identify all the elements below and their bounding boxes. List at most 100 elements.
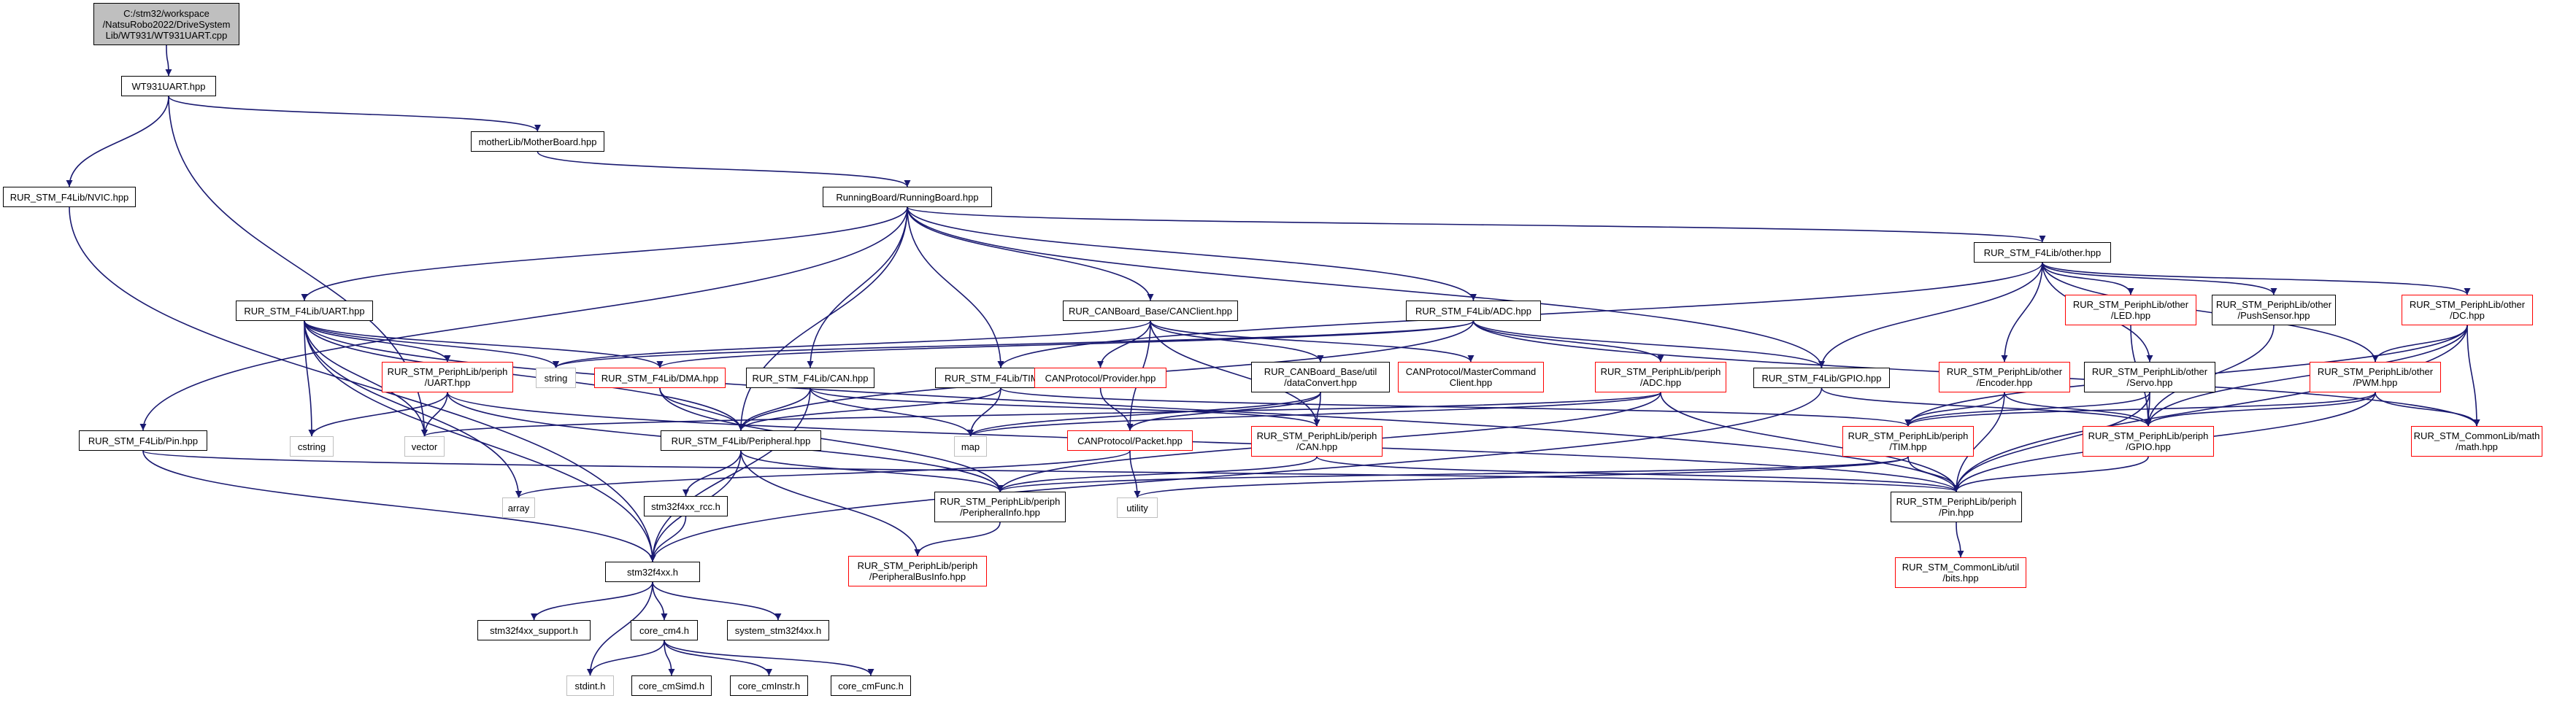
edge-uart-to-ppin [304,320,1960,492]
node-master[interactable]: CANProtocol/MasterCommand Client.hpp [1398,362,1544,392]
node-uart[interactable]: RUR_STM_F4Lib/UART.hpp [236,301,373,321]
edge-running-to-peripheral [737,206,908,431]
edge-uart-to-stm32 [304,320,656,562]
node-adc[interactable]: RUR_STM_F4Lib/ADC.hpp [1406,301,1541,321]
node-puart[interactable]: RUR_STM_PeriphLib/periph /UART.hpp [382,362,513,392]
node-cm4[interactable]: core_cm4.h [631,620,698,640]
node-string: string [536,368,576,388]
node-gpio[interactable]: RUR_STM_F4Lib/GPIO.hpp [1753,368,1890,388]
edge-running-to-uart [301,206,908,301]
edge-other-to-push [2042,262,2277,295]
edge-periphinfo-to-businfo [914,522,1001,557]
node-support[interactable]: stm32f4xx_support.h [477,620,591,640]
node-bits[interactable]: RUR_STM_CommonLib/util /bits.hpp [1895,557,2026,588]
edge-gpio-to-pgpio [1820,387,2152,427]
node-system[interactable]: system_stm32f4xx.h [727,620,829,640]
edge-can-to-map [810,387,974,437]
edge-dc-to-pwm [2372,325,2468,363]
edge-mother-to-running [537,151,911,187]
edge-pwm-to-ptim [1904,392,2376,427]
node-map: map [954,436,987,457]
node-periphinfo[interactable]: RUR_STM_PeriphLib/periph /PeripheralInfo… [934,492,1066,522]
node-pcan[interactable]: RUR_STM_PeriphLib/periph /CAN.hpp [1251,426,1383,457]
edge-stm32-to-system [652,581,782,621]
node-peripheral[interactable]: RUR_STM_F4Lib/Peripheral.hpp [661,430,821,451]
edge-dataconv-to-map [967,392,1321,437]
node-ptim[interactable]: RUR_STM_PeriphLib/periph /TIM.hpp [1842,426,1974,457]
edge-running-to-can [807,206,908,368]
node-running[interactable]: RunningBoard/RunningBoard.hpp [823,187,992,207]
edge-running-to-tim [907,206,1004,368]
node-provider[interactable]: CANProtocol/Provider.hpp [1034,368,1166,388]
node-utility: utility [1117,497,1158,518]
edge-pin-to-stm32 [142,450,656,562]
edge-rcc-to-stm32 [649,516,687,562]
node-packet[interactable]: CANProtocol/Packet.hpp [1067,430,1193,451]
node-pin[interactable]: RUR_STM_F4Lib/Pin.hpp [79,430,207,451]
edge-canclient-to-string [553,320,1151,368]
edge-uart-to-dma [304,320,664,368]
node-stm32[interactable]: stm32f4xx.h [605,562,700,582]
edge-dc-to-math [2467,325,2480,427]
edge-encoder-to-ppin [1953,392,2005,492]
edge-running-to-canclient [907,206,1154,301]
node-ppin[interactable]: RUR_STM_PeriphLib/periph /Pin.hpp [1891,492,2022,522]
node-dc[interactable]: RUR_STM_PeriphLib/other /DC.hpp [2402,295,2533,325]
edge-stm32-to-stdint [587,581,653,676]
edge-ptim-to-periphinfo [996,456,1909,492]
node-mother[interactable]: motherLib/MotherBoard.hpp [471,131,604,152]
edge-cm4-to-func [664,640,874,676]
node-servo[interactable]: RUR_STM_PeriphLib/other /Servo.hpp [2084,362,2215,392]
edge-can-to-peripheral [737,387,811,431]
node-simd[interactable]: core_cmSimd.h [631,675,712,696]
node-businfo[interactable]: RUR_STM_PeriphLib/periph /PeripheralBusI… [848,556,987,586]
edge-layer [66,44,2480,676]
edge-puart-to-ppin [447,392,1960,492]
edge-nvic-to-stm32 [69,206,656,562]
edge-tim-to-ptim [1000,387,1912,427]
edge-uart-to-string [304,320,559,368]
node-dma[interactable]: RUR_STM_F4Lib/DMA.hpp [594,368,726,388]
edge-cm4-to-instr [664,640,772,676]
node-encoder[interactable]: RUR_STM_PeriphLib/other /Encoder.hpp [1939,362,2070,392]
node-instr[interactable]: core_cmInstr.h [730,675,808,696]
edge-servo-to-ppin [1953,392,2150,492]
edge-wt931-to-nvic [66,96,169,187]
edge-tim-to-map [967,387,1001,437]
node-padc[interactable]: RUR_STM_PeriphLib/periph /ADC.hpp [1595,362,1726,392]
edge-canclient-to-dataconv [1150,320,1324,363]
node-func[interactable]: core_cmFunc.h [831,675,911,696]
node-pwm[interactable]: RUR_STM_PeriphLib/other /PWM.hpp [2310,362,2441,392]
node-math[interactable]: RUR_STM_CommonLib/math /math.hpp [2411,426,2542,457]
edge-cm4-to-simd [664,640,675,676]
node-push[interactable]: RUR_STM_PeriphLib/other /PushSensor.hpp [2212,295,2336,325]
node-pgpio[interactable]: RUR_STM_PeriphLib/periph /GPIO.hpp [2083,426,2214,457]
edge-root-to-wt931 [165,44,172,77]
edge-uart-to-peripheral [304,320,745,431]
node-led[interactable]: RUR_STM_PeriphLib/other /LED.hpp [2065,295,2196,325]
edge-pwm-to-math [2375,392,2480,427]
node-rcc[interactable]: stm32f4xx_rcc.h [644,496,728,516]
node-canclient[interactable]: RUR_CANBoard_Base/CANClient.hpp [1063,301,1238,321]
edge-dc-to-ppin [1953,325,2468,492]
node-wt931[interactable]: WT931UART.hpp [121,76,216,96]
node-array: array [502,497,535,518]
edge-running-to-gpio [907,206,1825,368]
node-other[interactable]: RUR_STM_F4Lib/other.hpp [1974,242,2111,263]
edge-canclient-to-pcan [1150,320,1320,427]
node-nvic[interactable]: RUR_STM_F4Lib/NVIC.hpp [3,187,136,207]
edge-dma-to-peripheral [659,387,745,431]
edge-ptim-to-utility [1134,456,1909,498]
edge-adc-to-gpio [1472,320,1825,368]
edge-stm32-to-cm4 [652,581,668,621]
node-cstring: cstring [290,436,334,457]
edge-encoder-to-ptim [1904,392,2005,427]
edge-can-to-stm32 [649,387,811,562]
edge-uart-to-puart [304,320,451,363]
node-can[interactable]: RUR_STM_F4Lib/CAN.hpp [746,368,874,388]
edge-canclient-to-provider [1097,320,1151,368]
node-root: C:/stm32/workspace /NatsuRobo2022/DriveS… [93,3,239,45]
node-dataconv[interactable]: RUR_CANBoard_Base/util /dataConvert.hpp [1251,362,1390,392]
edge-pin-to-ppin [142,450,1959,492]
edge-pwm-to-pgpio [2145,392,2376,427]
